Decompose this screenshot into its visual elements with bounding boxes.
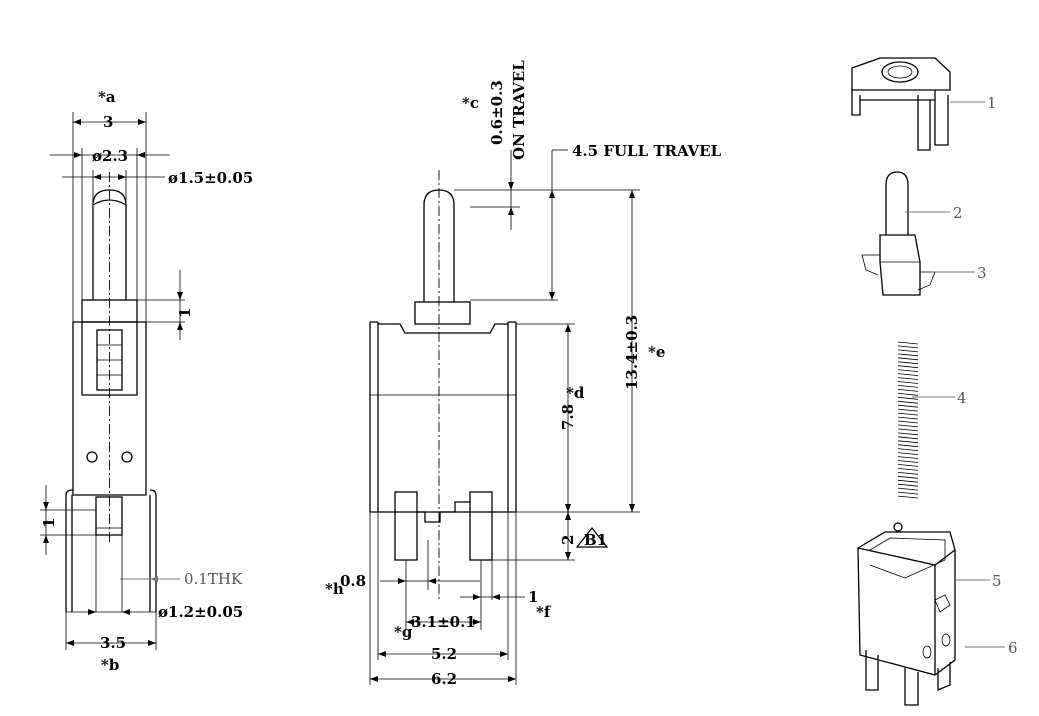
callout-5: 5 bbox=[992, 572, 1002, 590]
front-view bbox=[369, 149, 640, 685]
dim-full-travel: 4.5 FULL TRAVEL bbox=[572, 142, 722, 160]
note-g: *g bbox=[394, 623, 413, 641]
dim-pin-1: 1 bbox=[40, 518, 58, 528]
callout-3: 3 bbox=[977, 264, 987, 282]
dim-body-7-8: 7.8 bbox=[559, 404, 577, 430]
part-2-plunger bbox=[861, 171, 975, 296]
dim-thickness: 0.1THK bbox=[184, 570, 243, 588]
revision-mark: B1 bbox=[584, 531, 607, 549]
dim-height-13-4: 13.4±0.3 bbox=[623, 315, 641, 390]
side-view bbox=[40, 112, 185, 650]
dim-base-3-5: 3.5 bbox=[100, 634, 126, 652]
dim-on-travel-label: ON TRAVEL bbox=[510, 60, 528, 160]
dim-width-3: 3 bbox=[103, 113, 113, 131]
part-1-cap bbox=[851, 57, 985, 151]
dim-dia-1-5: ø1.5±0.05 bbox=[168, 169, 253, 187]
dim-dia-2-3: ø2.3 bbox=[92, 147, 128, 165]
dim-step-1: 1 bbox=[176, 308, 194, 318]
dim-pin-dia: ø1.2±0.05 bbox=[158, 603, 243, 621]
note-a: *a bbox=[98, 88, 116, 106]
dim-on-travel-value: 0.6±0.3 bbox=[488, 80, 506, 145]
note-f: *f bbox=[536, 603, 552, 621]
dim-f-1: 1 bbox=[528, 588, 538, 606]
callout-6: 6 bbox=[1008, 639, 1018, 657]
note-d: *d bbox=[566, 384, 585, 402]
dim-inner-5-2: 5.2 bbox=[431, 645, 457, 663]
note-h: *h bbox=[325, 580, 344, 598]
note-e: *e bbox=[648, 343, 665, 361]
dim-outer-6-2: 6.2 bbox=[431, 670, 457, 688]
dim-h-0-8: 0.8 bbox=[340, 572, 366, 590]
part-5-housing bbox=[857, 522, 1005, 706]
callout-1: 1 bbox=[987, 94, 997, 112]
note-c: *c bbox=[462, 94, 479, 112]
callout-4: 4 bbox=[957, 389, 967, 407]
part-4-spring bbox=[897, 341, 955, 499]
dim-pin-2: 2 bbox=[559, 535, 577, 545]
note-b: *b bbox=[101, 656, 119, 674]
callout-2: 2 bbox=[953, 204, 963, 222]
dim-g-3-1: 3.1±0.1 bbox=[411, 613, 476, 631]
